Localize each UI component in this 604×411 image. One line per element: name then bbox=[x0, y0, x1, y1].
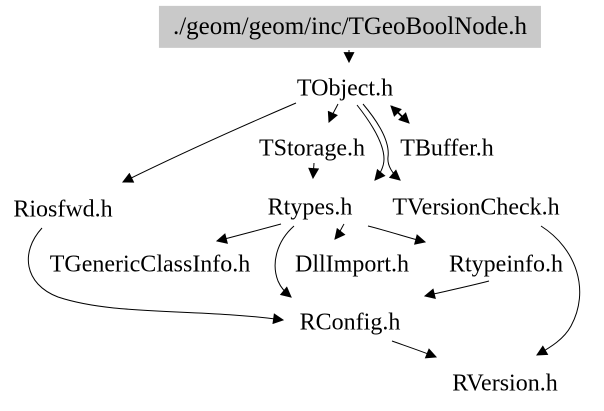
node-Riosfwd[interactable]: Riosfwd.h bbox=[13, 196, 113, 223]
node-TObject[interactable]: TObject.h bbox=[296, 75, 394, 102]
node-main[interactable]: ./geom/geom/inc/TGeoBoolNode.h bbox=[158, 5, 542, 49]
edge-Riosfwd-to-RConfig bbox=[27, 227, 285, 325]
edges-group bbox=[27, 50, 581, 359]
node-Rtypes[interactable]: Rtypes.h bbox=[267, 194, 353, 221]
edge-Rtypes-to-RConfig bbox=[274, 225, 295, 298]
edge-Rtypes-to-TGenericClassInfo bbox=[215, 223, 282, 244]
edge-TObject-to-TBuffer bbox=[391, 105, 410, 124]
node-TGenericClassInfo[interactable]: TGenericClassInfo.h bbox=[49, 251, 251, 278]
edge-TStorage-to-Rtypes bbox=[308, 162, 320, 180]
edge-Rtypes-to-DllImport bbox=[334, 223, 346, 240]
edge-TBuffer-to-TObject bbox=[390, 105, 408, 123]
node-DllImport[interactable]: DllImport.h bbox=[295, 251, 409, 278]
node-Rtypeinfo[interactable]: Rtypeinfo.h bbox=[449, 251, 563, 278]
node-TStorage[interactable]: TStorage.h bbox=[259, 135, 365, 162]
edge-TObject-to-Riosfwd bbox=[122, 102, 297, 183]
edge-TObject-to-TStorage bbox=[327, 103, 339, 124]
edge-TObject-to-Rtypes bbox=[356, 104, 386, 181]
edge-Rtypeinfo-to-RConfig bbox=[423, 280, 490, 300]
node-TBuffer[interactable]: TBuffer.h bbox=[400, 135, 494, 162]
node-TVersionCheck[interactable]: TVersionCheck.h bbox=[392, 194, 560, 221]
node-RConfig[interactable]: RConfig.h bbox=[299, 309, 401, 336]
edge-RConfig-to-RVersion bbox=[391, 340, 438, 359]
node-RVersion[interactable]: RVersion.h bbox=[452, 370, 558, 397]
edge-Rtypes-to-Rtypeinfo bbox=[367, 225, 427, 245]
edge-TVersionCheck-to-RVersion bbox=[536, 225, 581, 356]
edge-TObject-to-TVersionCheck bbox=[362, 103, 401, 181]
